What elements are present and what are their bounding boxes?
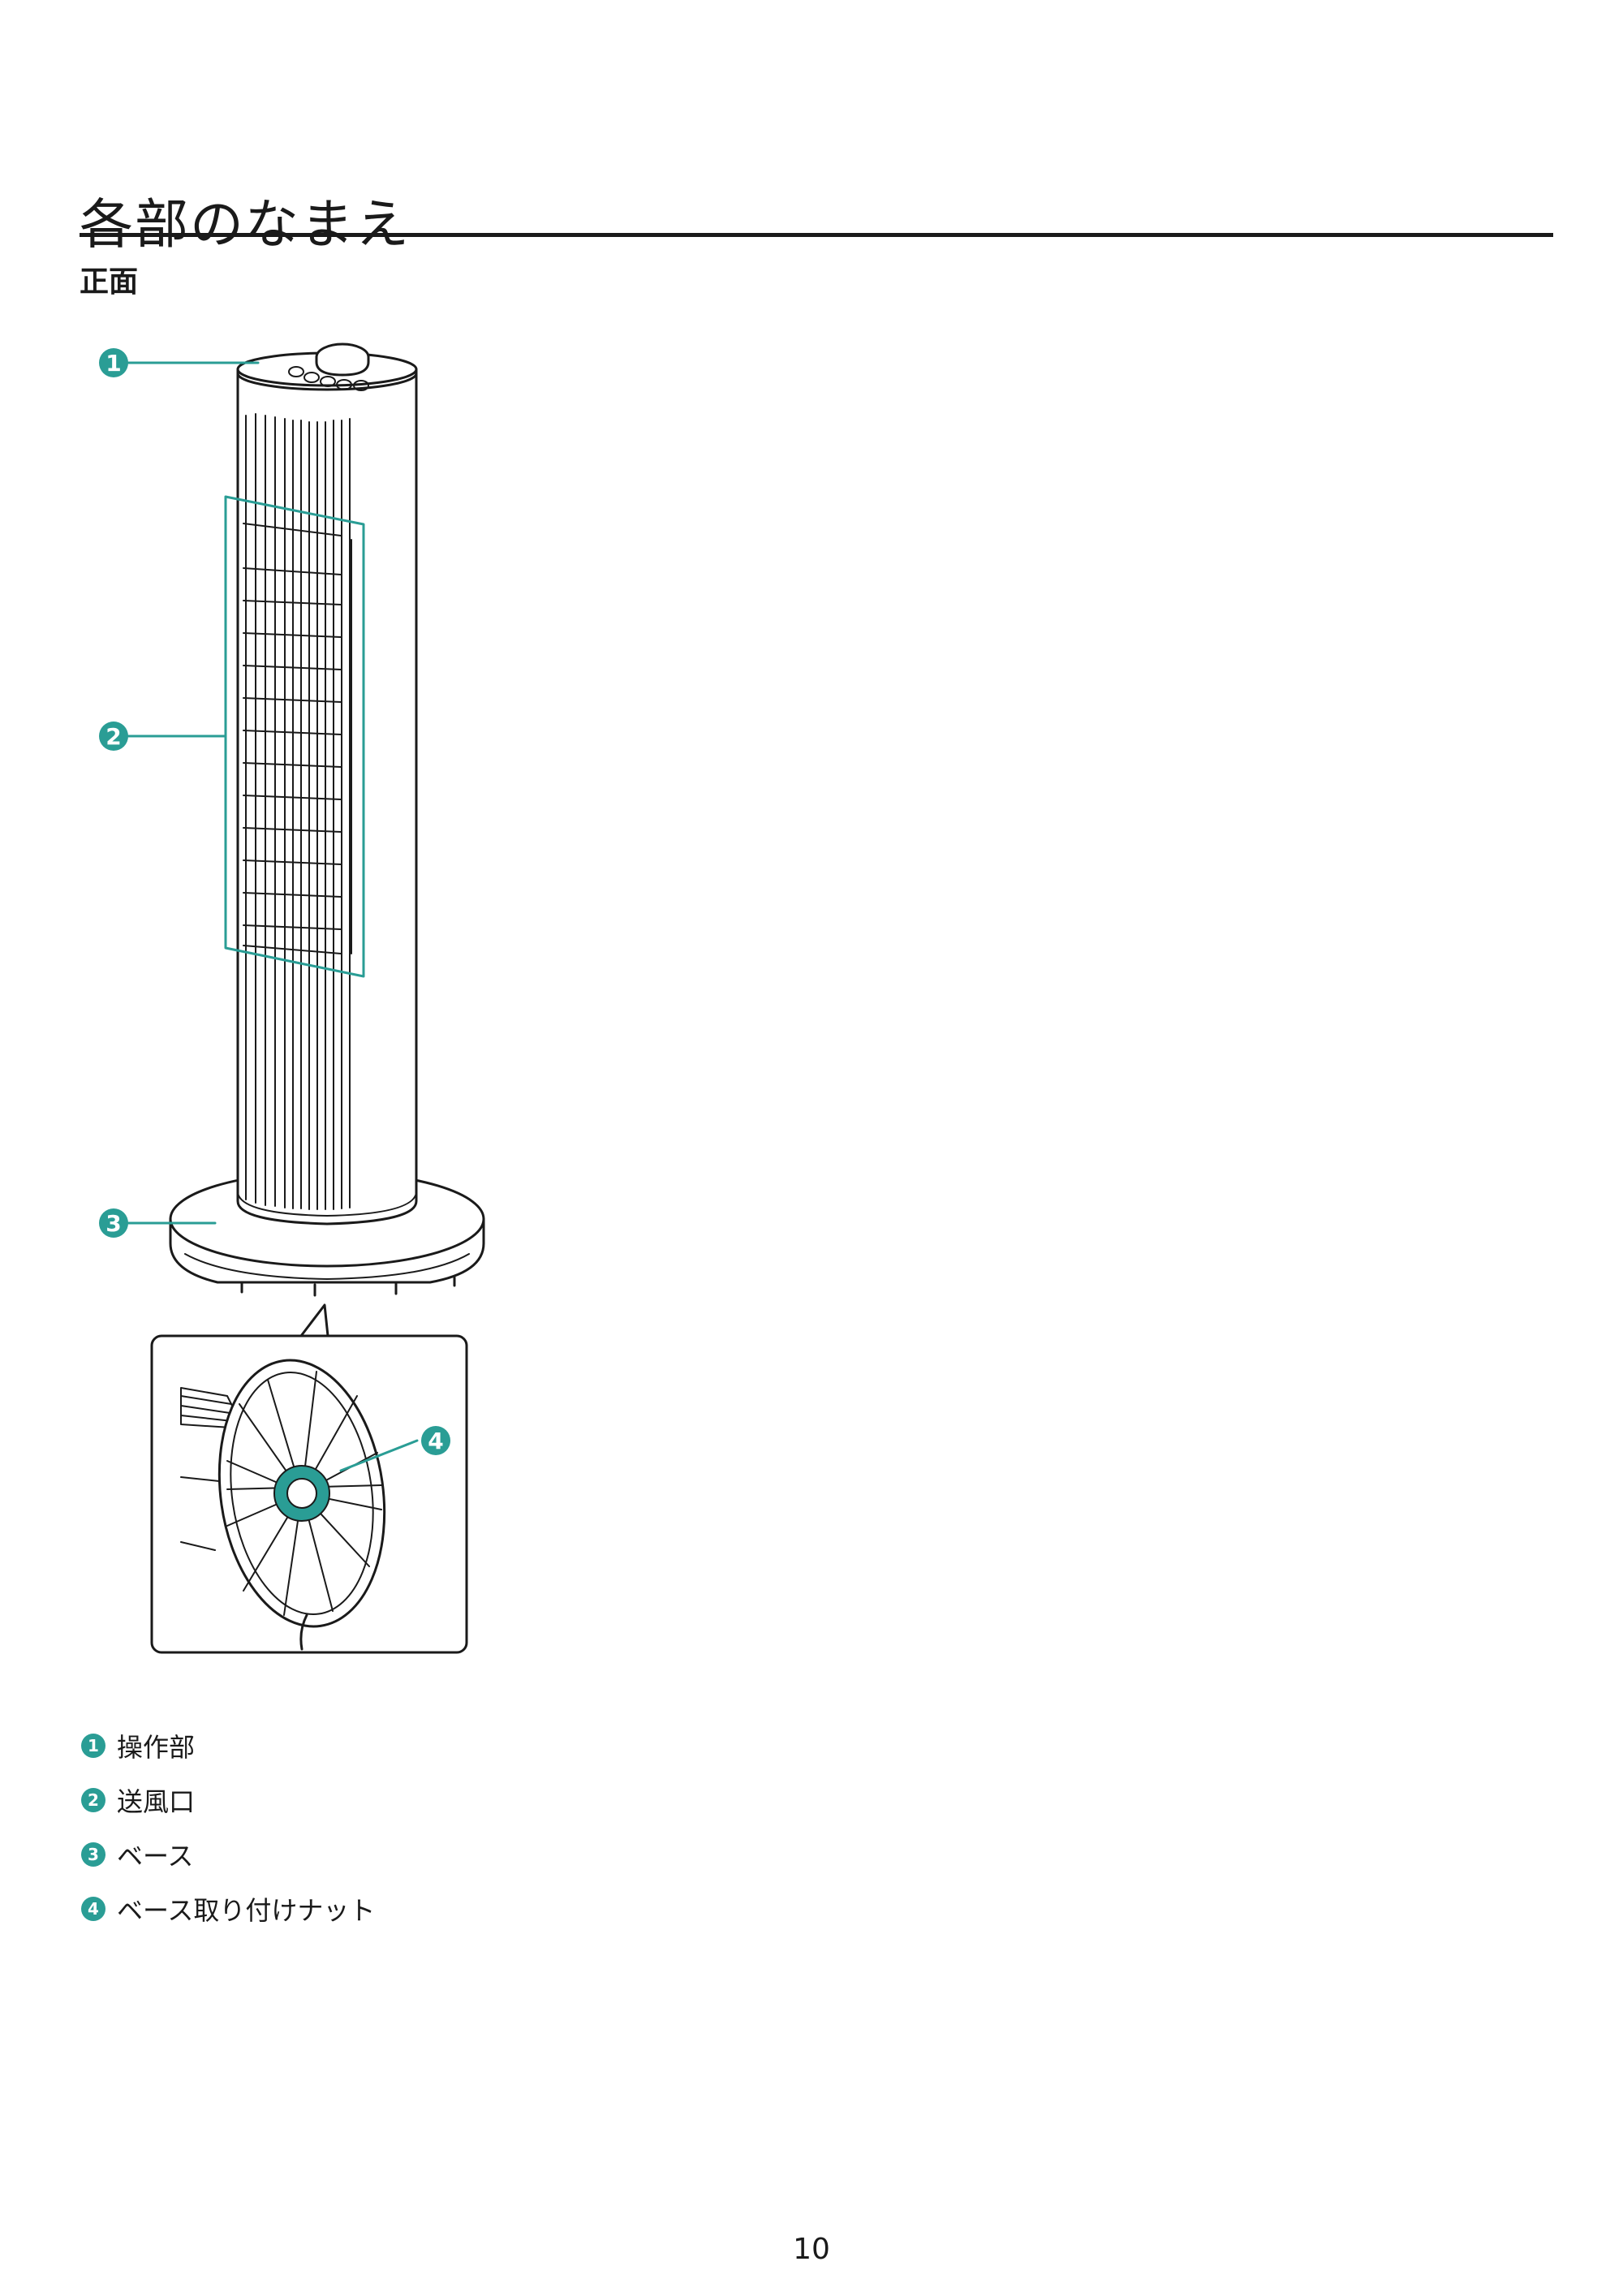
legend-item: 3 ベース	[81, 1827, 375, 1881]
legend-number-badge: 2	[81, 1787, 105, 1812]
page-title: 各部のなまえ	[80, 193, 411, 256]
vent-grille	[243, 523, 352, 954]
legend-label: 操作部	[117, 1731, 196, 1763]
svg-text:2: 2	[105, 723, 121, 750]
legend-item: 4 ベース取り付けナット	[81, 1881, 375, 1936]
base-underside-detail	[180, 1359, 386, 1651]
legend-number-badge: 4	[81, 1896, 105, 1921]
callout-marker-4: 4	[421, 1426, 450, 1455]
fan-body	[236, 380, 418, 1226]
control-panel	[236, 342, 418, 391]
svg-text:1: 1	[105, 350, 121, 377]
svg-text:4: 4	[428, 1428, 443, 1454]
legend-label: 送風口	[117, 1786, 196, 1817]
legend-number-badge: 3	[81, 1842, 105, 1867]
body-ribs	[245, 413, 351, 1210]
parts-legend: 1 操作部 2 送風口 3 ベース 4 ベース取り付けナット	[81, 1718, 375, 1936]
section-label-front: 正面	[80, 265, 139, 299]
legend-number-badge: 1	[81, 1733, 105, 1758]
callout-marker-2: 2	[99, 722, 128, 751]
legend-label: ベース	[117, 1840, 194, 1872]
callout-marker-3: 3	[99, 1208, 128, 1238]
title-underline	[80, 233, 1553, 237]
page-number: 10	[793, 2233, 830, 2266]
callout-leaders	[127, 361, 419, 1472]
svg-text:3: 3	[105, 1210, 121, 1237]
callout-marker-1: 1	[99, 348, 128, 377]
legend-item: 1 操作部	[81, 1718, 375, 1773]
legend-label: ベース取り付けナット	[117, 1894, 376, 1926]
legend-item: 2 送風口	[81, 1773, 375, 1827]
